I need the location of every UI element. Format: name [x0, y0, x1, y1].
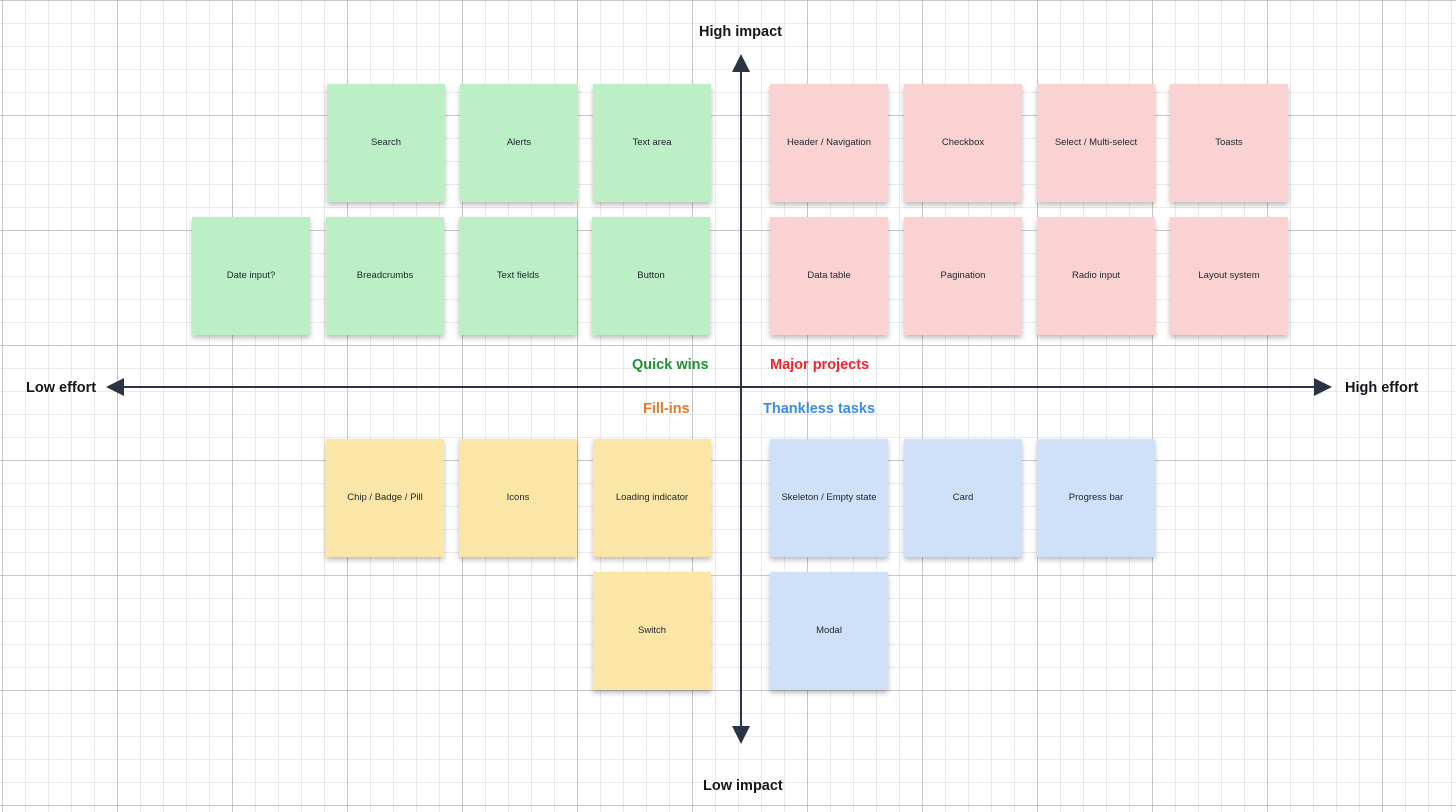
sticky-note[interactable]: Pagination: [904, 217, 1022, 335]
sticky-note[interactable]: Radio input: [1037, 217, 1155, 335]
sticky-note[interactable]: Progress bar: [1037, 439, 1155, 557]
sticky-note-label: Header / Navigation: [787, 136, 871, 148]
sticky-note[interactable]: Modal: [770, 572, 888, 690]
sticky-note-label: Pagination: [940, 269, 986, 281]
sticky-note[interactable]: Breadcrumbs: [326, 217, 444, 335]
sticky-note-label: Text area: [632, 136, 672, 148]
sticky-note-label: Modal: [816, 624, 842, 636]
sticky-note[interactable]: Chip / Badge / Pill: [326, 439, 444, 557]
sticky-note[interactable]: Loading indicator: [593, 439, 711, 557]
sticky-note[interactable]: Icons: [459, 439, 577, 557]
sticky-note-label: Loading indicator: [615, 491, 689, 503]
sticky-note[interactable]: Text area: [593, 84, 711, 202]
sticky-note-label: Alerts: [506, 136, 532, 148]
sticky-note[interactable]: Toasts: [1170, 84, 1288, 202]
sticky-note-label: Skeleton / Empty state: [781, 491, 877, 503]
sticky-note-label: Switch: [638, 624, 666, 636]
sticky-note-label: Layout system: [1198, 269, 1260, 281]
sticky-note-label: Text fields: [496, 269, 540, 281]
sticky-note[interactable]: Switch: [593, 572, 711, 690]
quadrant-label-major-projects: Major projects: [770, 357, 870, 373]
quadrant-label-quick-wins: Quick wins: [632, 357, 709, 373]
arrow-down-icon: [732, 726, 750, 744]
effort-axis-line: [124, 386, 1314, 388]
impact-axis-line: [740, 68, 742, 742]
sticky-note-label: Chip / Badge / Pill: [347, 491, 423, 503]
sticky-note-label: Search: [370, 136, 402, 148]
sticky-note-label: Breadcrumbs: [356, 269, 414, 281]
sticky-note[interactable]: Date input?: [192, 217, 310, 335]
quadrant-label-fill-ins: Fill-ins: [643, 401, 690, 417]
sticky-note-label: Data table: [807, 269, 851, 281]
sticky-note-label: Icons: [506, 491, 530, 503]
sticky-note[interactable]: Card: [904, 439, 1022, 557]
sticky-note[interactable]: Skeleton / Empty state: [770, 439, 888, 557]
arrow-right-icon: [1314, 378, 1332, 396]
sticky-note-label: Progress bar: [1068, 491, 1124, 503]
sticky-note[interactable]: Data table: [770, 217, 888, 335]
axis-label-low-impact: Low impact: [703, 778, 783, 794]
sticky-note[interactable]: Search: [327, 84, 445, 202]
sticky-note[interactable]: Select / Multi-select: [1037, 84, 1155, 202]
sticky-note[interactable]: Button: [592, 217, 710, 335]
arrow-left-icon: [106, 378, 124, 396]
axis-label-high-effort: High effort: [1345, 380, 1419, 396]
sticky-note-label: Button: [637, 269, 665, 281]
axis-label-high-impact: High impact: [699, 24, 782, 40]
sticky-note-label: Select / Multi-select: [1054, 136, 1138, 148]
sticky-note[interactable]: Layout system: [1170, 217, 1288, 335]
sticky-note[interactable]: Text fields: [459, 217, 577, 335]
sticky-note-label: Card: [952, 491, 974, 503]
sticky-note[interactable]: Header / Navigation: [770, 84, 888, 202]
sticky-note[interactable]: Alerts: [460, 84, 578, 202]
sticky-note[interactable]: Checkbox: [904, 84, 1022, 202]
sticky-note-label: Checkbox: [941, 136, 985, 148]
axis-label-low-effort: Low effort: [26, 380, 97, 396]
sticky-note-label: Radio input: [1071, 269, 1121, 281]
sticky-note-label: Date input?: [226, 269, 276, 281]
quadrant-label-thankless-tasks: Thankless tasks: [763, 401, 876, 417]
sticky-note-label: Toasts: [1215, 136, 1243, 148]
arrow-up-icon: [732, 54, 750, 72]
